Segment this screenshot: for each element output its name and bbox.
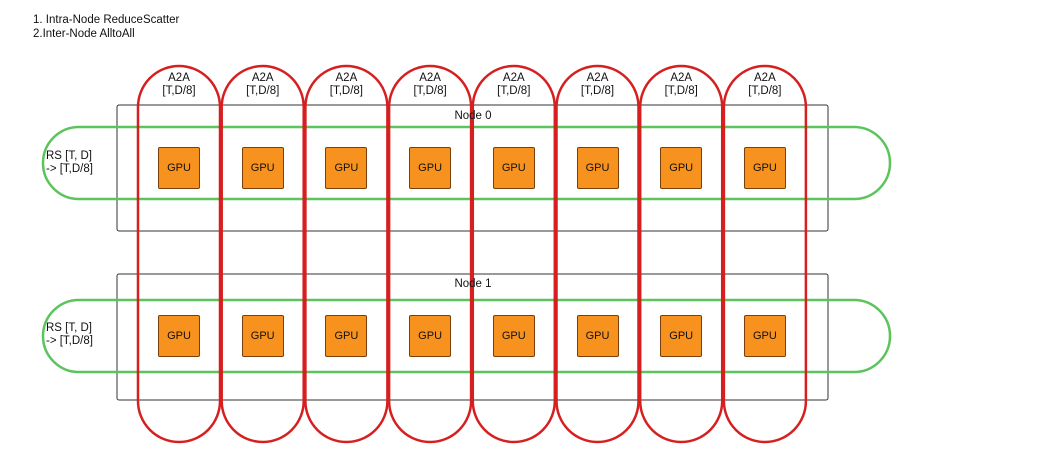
a2a-label-3-line2: [T,D/8] [413, 85, 447, 97]
rs-loop-node-1 [41, 298, 892, 374]
a2a-label-2-line1: A2A [335, 72, 358, 84]
gpu-node-0-0: GPU [158, 147, 200, 189]
rs-label-node-0-line2: -> [T,D/8] [46, 163, 93, 175]
node-1-title: Node 1 [454, 278, 492, 290]
a2a-label-6: A2A[T,D/8] [641, 72, 721, 98]
a2a-label-4-line1: A2A [502, 72, 525, 84]
gpu-node-1-4: GPU [492, 315, 535, 357]
step-2: 2.Inter-Node AlltoAll [33, 28, 135, 40]
gpu-node-0-6: GPU [660, 147, 703, 189]
rs-label-node-0: RS [T, D] -> [T,D/8] [46, 150, 93, 176]
a2a-loop-3 [387, 64, 473, 444]
a2a-label-0: A2A[T,D/8] [139, 72, 219, 98]
a2a-label-2-line2: [T,D/8] [329, 85, 363, 97]
gpu-node-1-0: GPU [158, 315, 200, 357]
gpu-node-1-1: GPU [241, 315, 284, 357]
a2a-label-4: A2A[T,D/8] [474, 72, 554, 98]
step-list: 1. Intra-Node ReduceScatter 2.Inter-Node… [33, 13, 179, 41]
rs-label-node-1-line2: -> [T,D/8] [46, 335, 93, 347]
rs-loop-node-0 [41, 125, 892, 201]
a2a-label-6-line1: A2A [670, 72, 693, 84]
gpu-node-0-4: GPU [492, 147, 535, 189]
a2a-label-3: A2A[T,D/8] [390, 72, 470, 98]
rs-label-node-1-line1: RS [T, D] [46, 322, 93, 334]
rs-label-node-1: RS [T, D] -> [T,D/8] [46, 322, 93, 348]
a2a-loop-7 [722, 64, 808, 444]
a2a-label-7-line2: [T,D/8] [748, 85, 782, 97]
a2a-label-1: A2A[T,D/8] [223, 72, 303, 98]
a2a-label-5-line1: A2A [586, 72, 609, 84]
a2a-label-2: A2A[T,D/8] [306, 72, 386, 98]
rs-label-node-0-line1: RS [T, D] [46, 150, 93, 162]
a2a-label-0-line1: A2A [168, 72, 190, 84]
a2a-label-1-line1: A2A [251, 72, 274, 84]
node-0-title: Node 0 [454, 110, 492, 122]
gpu-node-0-5: GPU [576, 147, 619, 189]
step-1: 1. Intra-Node ReduceScatter [33, 14, 180, 26]
a2a-loop-1 [220, 64, 305, 444]
a2a-label-5-line2: [T,D/8] [580, 85, 615, 97]
a2a-label-3-line1: A2A [419, 72, 441, 84]
gpu-node-0-1: GPU [241, 147, 284, 189]
a2a-label-7-line1: A2A [754, 72, 776, 84]
a2a-loop-4 [471, 64, 557, 444]
gpu-node-1-2: GPU [325, 315, 368, 357]
a2a-label-4-line2: [T,D/8] [497, 85, 531, 97]
a2a-loop-6 [638, 64, 724, 444]
a2a-label-0-line2: [T,D/8] [162, 85, 196, 97]
a2a-loop-0 [136, 64, 222, 444]
gpu-node-0-7: GPU [743, 147, 786, 189]
a2a-loop-2 [304, 64, 389, 444]
a2a-label-6-line2: [T,D/8] [664, 85, 698, 97]
a2a-label-5: A2A[T,D/8] [558, 72, 638, 98]
gpu-node-0-2: GPU [325, 147, 368, 189]
gpu-node-1-6: GPU [660, 315, 703, 357]
gpu-node-0-3: GPU [409, 147, 452, 189]
a2a-label-7: A2A[T,D/8] [725, 72, 805, 98]
gpu-node-1-3: GPU [409, 315, 452, 357]
a2a-label-1-line2: [T,D/8] [246, 85, 280, 97]
gpu-node-1-7: GPU [743, 315, 786, 357]
gpu-node-1-5: GPU [576, 315, 619, 357]
a2a-loop-5 [555, 64, 640, 444]
